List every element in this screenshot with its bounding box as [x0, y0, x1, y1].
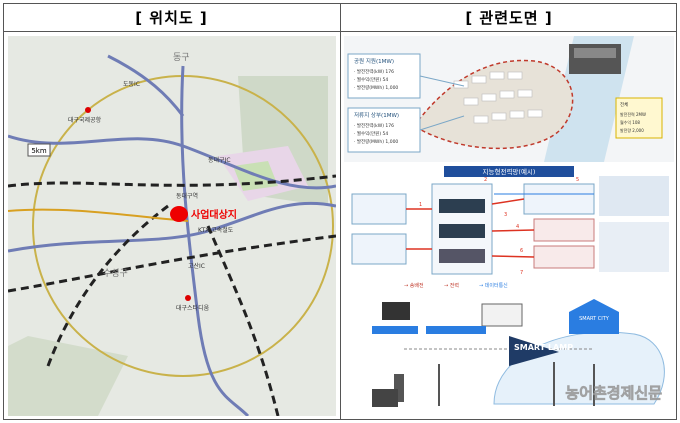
highway-5-label: 5km	[31, 147, 47, 155]
grid-legend-1: → 송배전	[404, 282, 424, 289]
ktx-label: KTX·고속철도	[198, 226, 234, 234]
stadium-label: 대구스타디움	[176, 304, 210, 312]
grid-legend-3: → 데이터통신	[479, 282, 508, 289]
site-label: 사업대상지	[191, 208, 237, 221]
site-plan-drawing: 공원 지원(1MW) · 발전전력(kW) 176 · 월수익(만원) 54 ·…	[344, 36, 674, 162]
grid-num-1: 1	[419, 202, 422, 208]
plan-box2-line3: · 발전량(MWh) 1,000	[354, 138, 398, 145]
location-map: 5km 도동IC 대구국제공항 동대구JC 동대구역 사업대상지 KTX·고속철…	[8, 36, 336, 416]
plan-box2-line2: · 월수익(만원) 54	[354, 130, 388, 137]
grid-num-3: 3	[504, 212, 507, 218]
related-drawings-header: [ 관련도면 ]	[465, 9, 553, 27]
plan-box3-title: 전체	[620, 101, 628, 108]
grid-num-6: 6	[520, 248, 523, 254]
plan-box3-line3: 발전량 2,000	[620, 127, 644, 133]
suseong-label: 수성구	[103, 268, 128, 279]
grid-legend-2: → 전력	[444, 282, 459, 289]
smart-lamp-diagram: SMART CITY SMART LAMP 농어촌경제신문	[344, 294, 674, 416]
grid-num-2: 2	[484, 177, 487, 183]
location-map-header: [ 위치도 ]	[135, 9, 208, 27]
plan-box1-line3: · 발전량(MWh) 1,000	[354, 84, 398, 91]
grid-title: 지능형전력망(예시)	[483, 167, 536, 176]
east-gu-label: 동구	[173, 52, 190, 63]
daegu-airport-label: 대구국제공항	[68, 116, 102, 124]
vertical-divider	[340, 3, 341, 420]
plan-box1-line2: · 월수익(만원) 54	[354, 76, 388, 83]
plan-box3-line2: 월수익 108	[620, 119, 640, 125]
smart-lamp-label: SMART LAMP	[514, 343, 573, 352]
plan-box2-title: 저류지 상부(1MW)	[354, 111, 399, 119]
plan-box2-line1: · 발전전력(kW) 176	[354, 122, 394, 129]
plan-box1-title: 공원 지원(1MW)	[354, 57, 394, 65]
station-label: 동대구역	[176, 192, 198, 200]
ic-bottom-label: 고산IC	[188, 262, 205, 270]
plan-box1-line1: · 발전전력(kW) 176	[354, 68, 394, 75]
grid-num-4: 4	[516, 224, 519, 230]
smart-grid-diagram: 지능형전력망(예시) 1 2 3 4 5 6 7 → 송배전 → 전력 → 데이…	[344, 164, 674, 292]
plan-box3-line1: 발전전력 2MW	[620, 111, 646, 117]
smart-city-label: SMART CITY	[579, 316, 610, 322]
ic-top-label: 도동IC	[123, 81, 140, 88]
ic-right-label: 동대구JC	[208, 156, 231, 164]
grid-num-5: 5	[576, 177, 579, 183]
header-separator	[3, 31, 677, 32]
watermark: 농어촌경제신문	[565, 384, 662, 402]
grid-num-7: 7	[520, 270, 523, 276]
